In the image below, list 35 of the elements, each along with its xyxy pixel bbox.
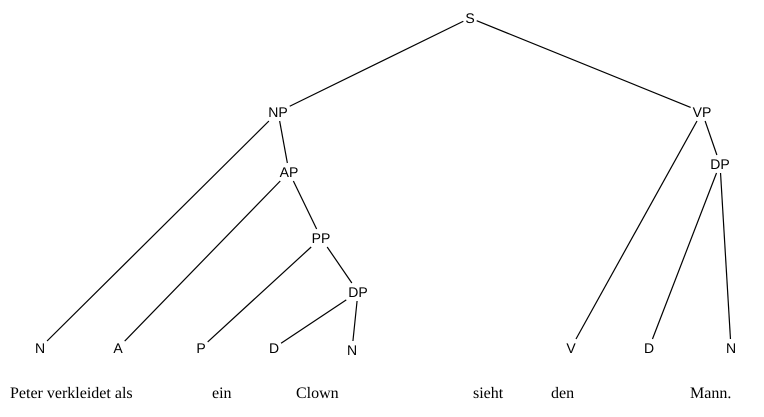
sentence-word: ein	[212, 384, 232, 404]
tree-node-label: DP	[347, 284, 369, 300]
sentence-word: Clown	[296, 384, 339, 404]
tree-branch-line	[207, 246, 312, 342]
tree-branch-line	[279, 120, 288, 164]
tree-branch-line	[575, 120, 698, 340]
tree-branch-line	[326, 246, 352, 284]
tree-node-label: N	[34, 340, 46, 356]
tree-node-label: S	[464, 10, 476, 26]
tree-branch-line	[289, 20, 464, 107]
sentence-word: Peter verkleidet als	[10, 384, 133, 404]
tree-node-label: D	[268, 340, 280, 356]
tree-branch-line	[352, 300, 358, 342]
tree-node-label: N	[724, 340, 738, 356]
tree-branch-line	[124, 180, 281, 342]
tree-node-label: VP	[692, 104, 712, 120]
sentence-word: Mann.	[690, 384, 732, 404]
tree-branch-line	[704, 120, 718, 156]
sentence-word: sieht	[473, 384, 504, 404]
tree-node-label: A	[112, 340, 124, 356]
tree-branch-line	[280, 299, 347, 344]
tree-node-label: V	[565, 340, 577, 356]
tree-node-label: DP	[709, 156, 731, 172]
tree-node-label: D	[642, 340, 656, 356]
tree-branch-line	[720, 172, 732, 340]
tree-branch-line	[652, 172, 718, 340]
tree-node-label: P	[195, 340, 207, 356]
tree-node-label: N	[346, 342, 358, 358]
tree-branch-line	[46, 120, 270, 342]
tree-node-label: AP	[278, 164, 300, 180]
tree-node-label: PP	[310, 230, 332, 246]
sentence-word: den	[551, 384, 574, 404]
tree-node-label: NP	[267, 104, 289, 120]
tree-branch-line	[292, 180, 318, 230]
tree-branch-line	[476, 20, 691, 108]
